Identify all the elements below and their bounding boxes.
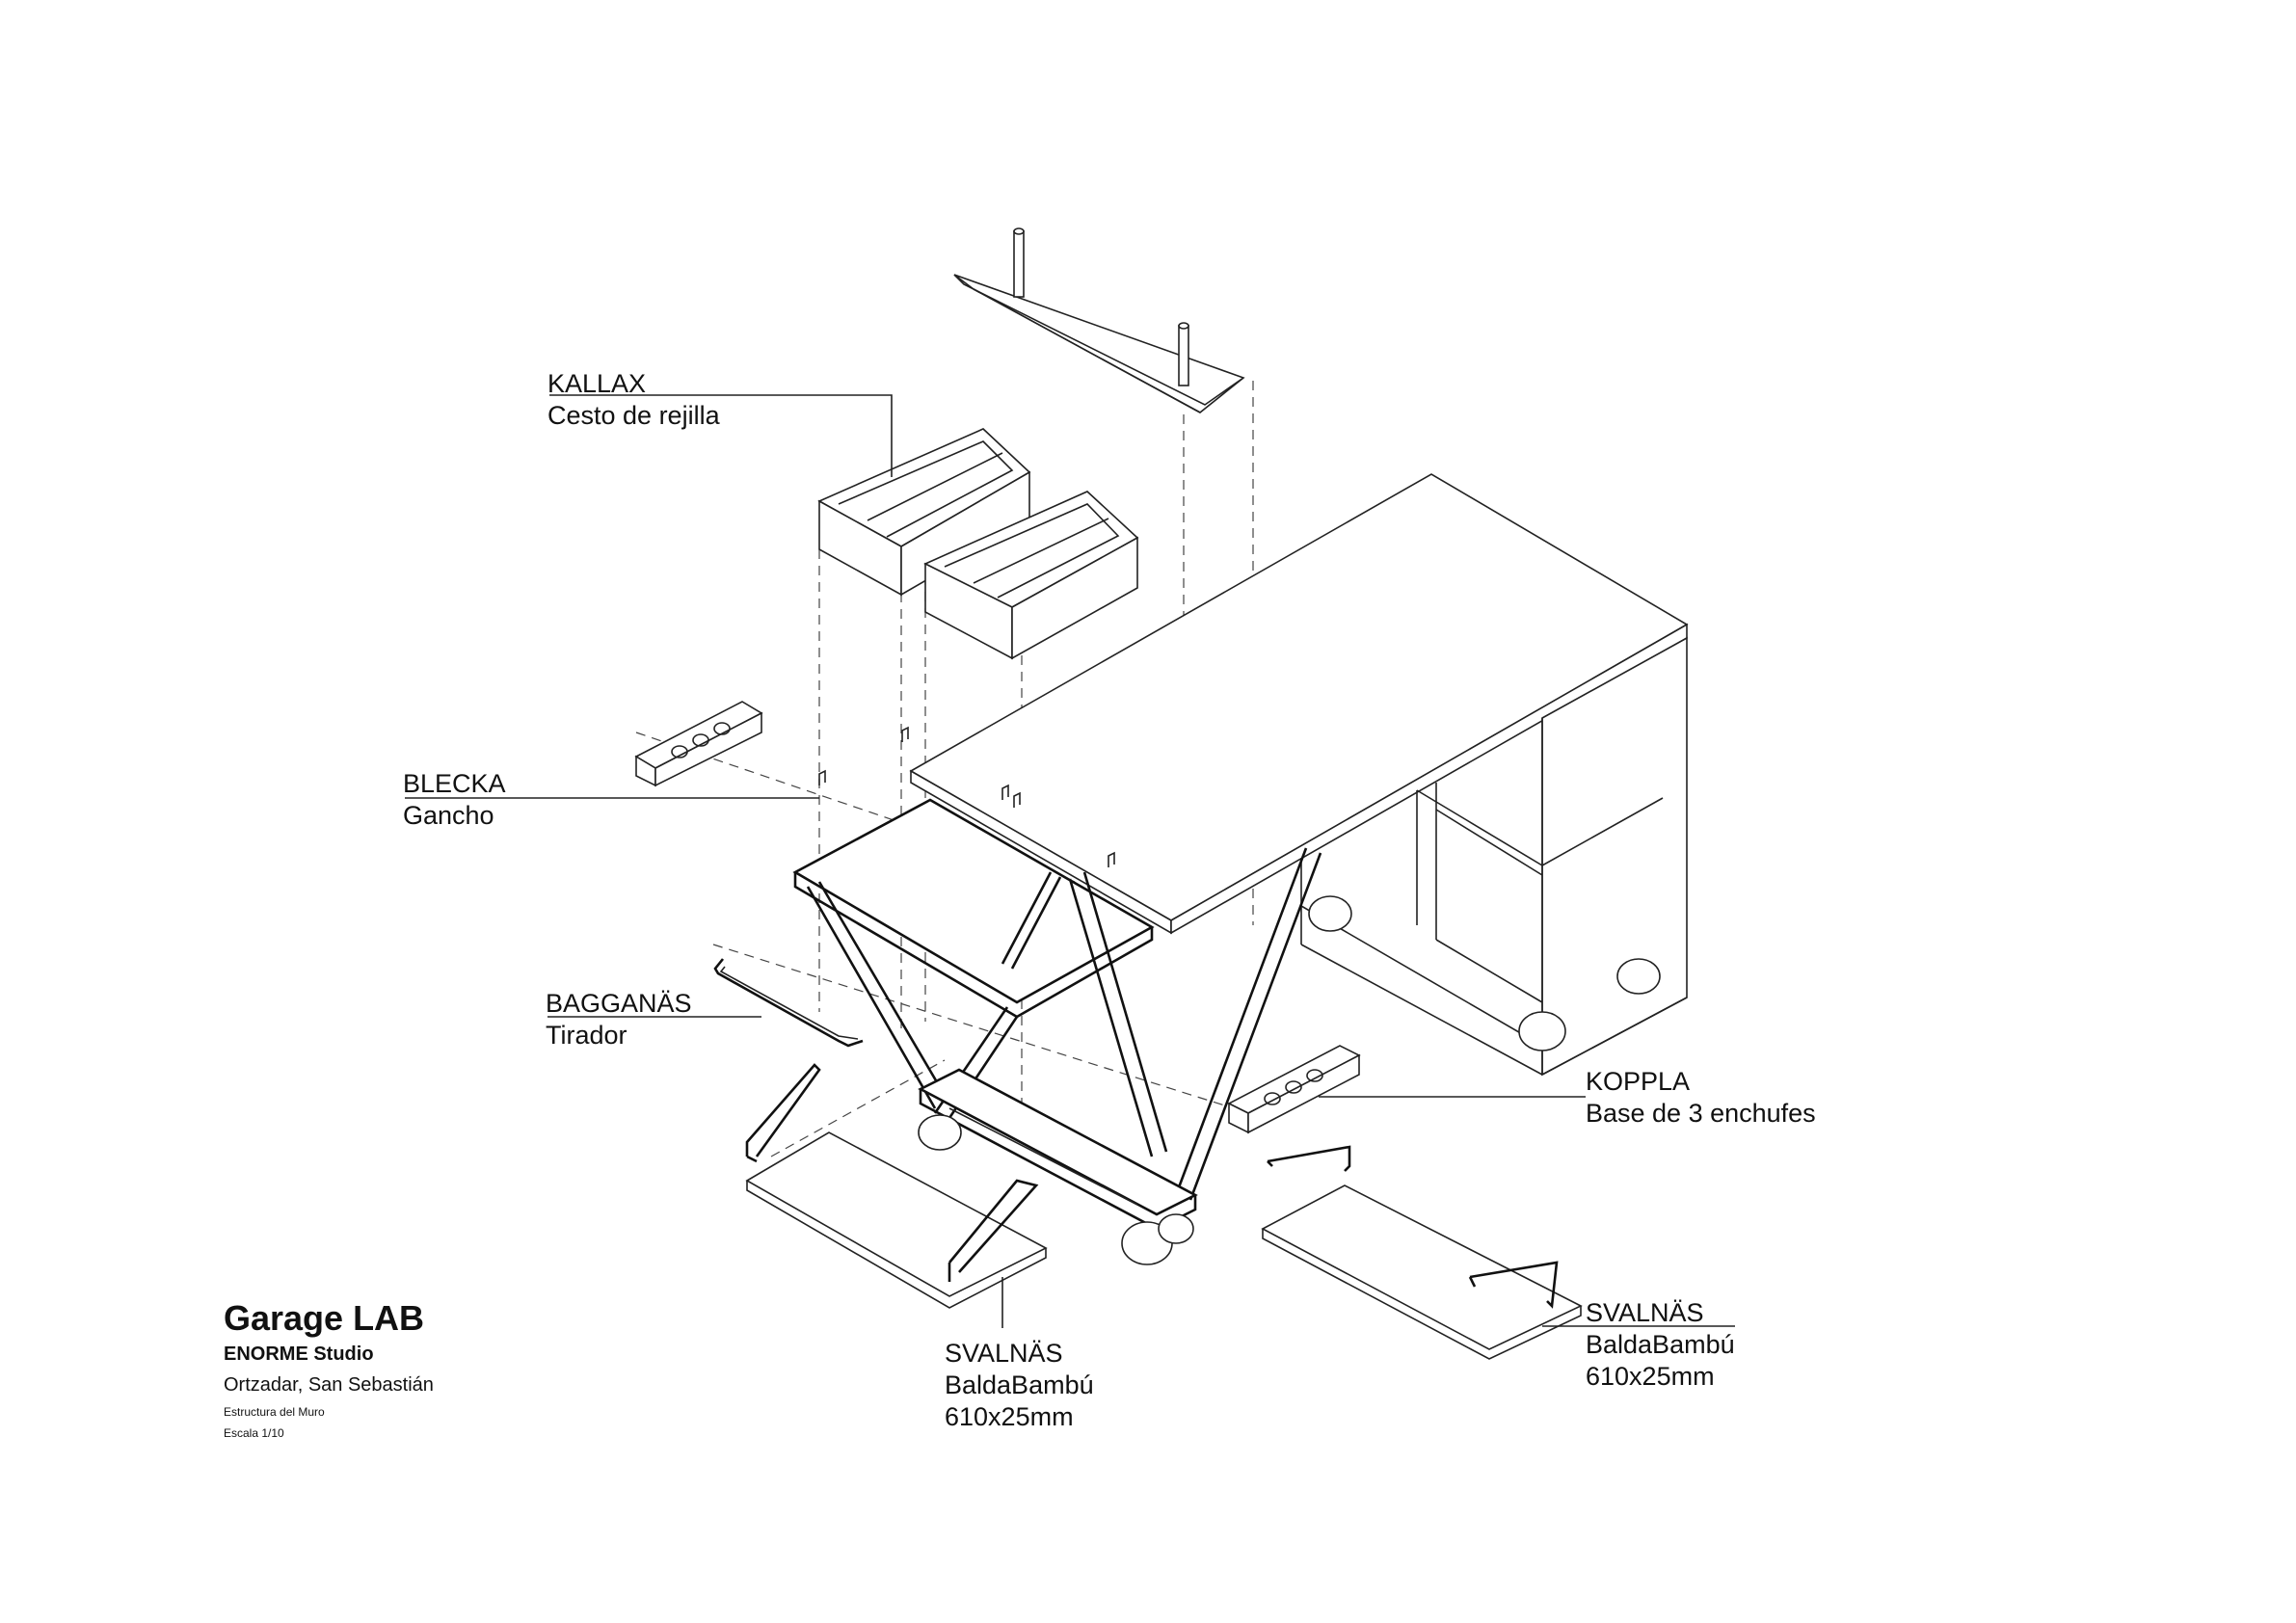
drawing-scale: Escala 1/10 <box>224 1426 284 1440</box>
label-blecka-name: BLECKA <box>403 769 506 798</box>
label-koppla-desc: Base de 3 enchufes <box>1586 1099 1816 1128</box>
label-svalnas-right-size: 610x25mm <box>1586 1362 1715 1391</box>
title-block: Garage LAB ENORME Studio Ortzadar, San S… <box>224 1297 434 1444</box>
label-svalnas-left: SVALNÄS BaldaBambú 610x25mm <box>945 1338 1094 1433</box>
koppla-power-strip <box>1227 1045 1361 1134</box>
label-kallax-desc: Cesto de rejilla <box>547 401 720 430</box>
desk-top <box>909 473 1689 935</box>
label-svalnas-left-name: SVALNÄS <box>945 1339 1063 1368</box>
kallax-basket-2 <box>923 491 1139 660</box>
frame-wheels <box>918 1114 1194 1265</box>
label-svalnas-right-desc: BaldaBambú <box>1586 1330 1735 1359</box>
label-kallax-name: KALLAX <box>547 369 647 398</box>
label-blecka-desc: Gancho <box>403 801 494 830</box>
cabinet-wheels <box>1308 895 1661 1051</box>
power-strip-top <box>634 701 763 787</box>
svalnas-right-shelf <box>1261 1145 1583 1360</box>
project-location: Ortzadar, San Sebastián <box>224 1374 434 1396</box>
label-svalnas-right: SVALNÄS BaldaBambú 610x25mm <box>1586 1297 1735 1393</box>
label-svalnas-left-size: 610x25mm <box>945 1402 1074 1431</box>
label-svalnas-left-desc: BaldaBambú <box>945 1370 1094 1399</box>
bagganas-handle <box>713 958 864 1048</box>
label-koppla: KOPPLA Base de 3 enchufes <box>1586 1066 1816 1130</box>
label-bagganas-name: BAGGANÄS <box>546 989 692 1018</box>
label-blecka: BLECKA Gancho <box>403 768 506 832</box>
label-bagganas: BAGGANÄS Tirador <box>546 988 692 1051</box>
project-title: Garage LAB <box>224 1298 425 1338</box>
steel-frame <box>792 798 1322 1231</box>
svalnas-left-shelf <box>745 1063 1048 1309</box>
label-svalnas-right-name: SVALNÄS <box>1586 1298 1704 1327</box>
studio-name: ENORME Studio <box>224 1344 374 1365</box>
top-rail-part <box>953 227 1245 413</box>
label-bagganas-desc: Tirador <box>546 1021 627 1050</box>
label-kallax: KALLAX Cesto de rejilla <box>547 368 720 432</box>
leader-lines <box>405 394 1735 1328</box>
drawing-name: Estructura del Muro <box>224 1405 325 1419</box>
label-koppla-name: KOPPLA <box>1586 1067 1691 1096</box>
